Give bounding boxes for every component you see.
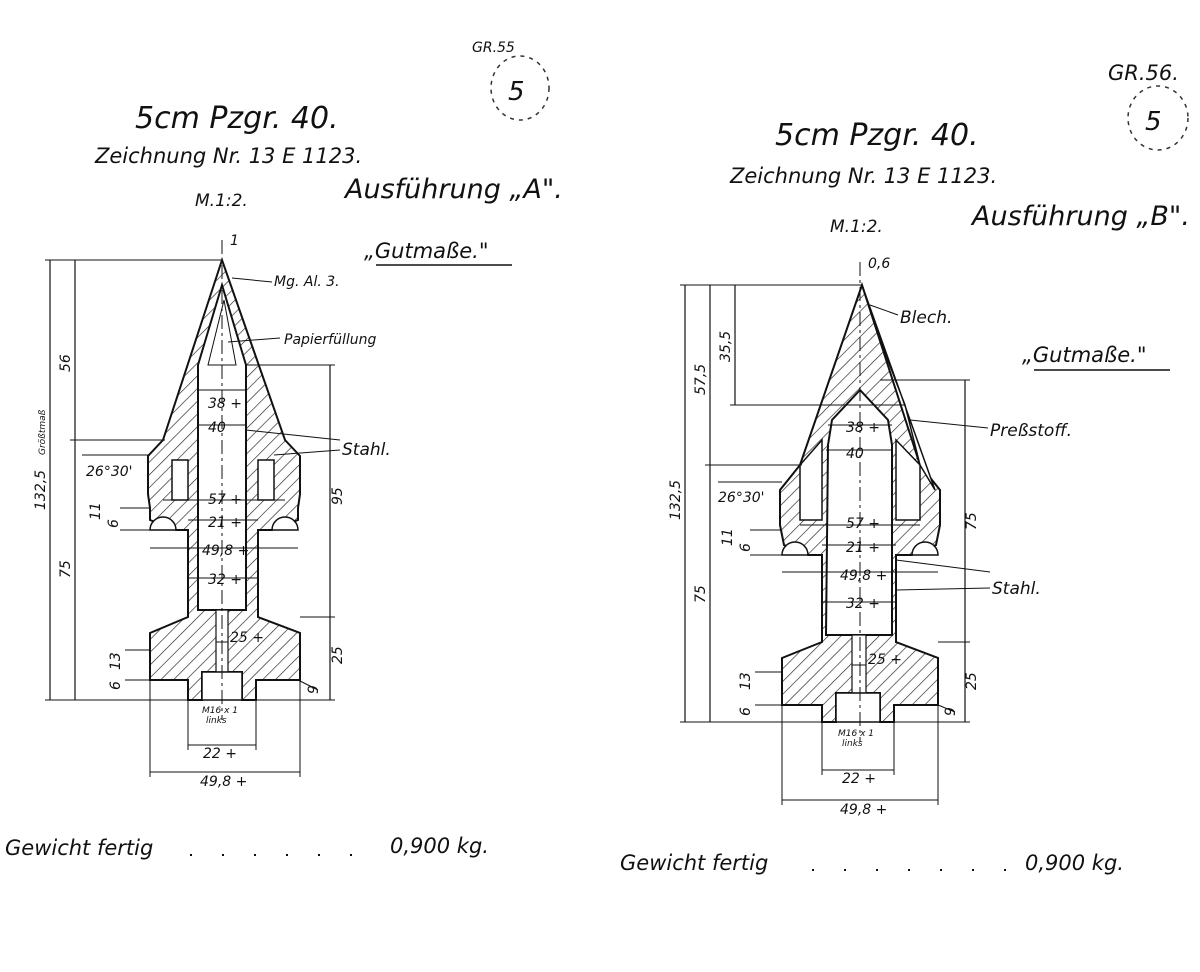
sheet-a-label-material-tip: Mg. Al. 3. bbox=[274, 274, 340, 290]
sheet-a-label-filler: Papierfüllung bbox=[284, 332, 376, 348]
sheet-a-dim-13: 13 bbox=[108, 652, 124, 670]
sheet-a-dim-32: 32 + bbox=[208, 572, 242, 588]
sheet-a-dim-upper: 56 bbox=[58, 354, 74, 372]
sheet-b-stamp-circle bbox=[1127, 85, 1189, 151]
sheet-b-dim-49-8-base: 49,8 + bbox=[840, 802, 887, 818]
sheet-b-dim-upper-inner: 35,5 bbox=[718, 331, 734, 362]
sheet-b-dimension-labels: 0,6 Blech. Preßstoff. Stahl. 132,5 57,5 … bbox=[668, 256, 1072, 818]
sheet-b-projectile-section bbox=[779, 262, 941, 742]
sheet-a-dim-22: 22 + bbox=[203, 746, 237, 762]
sheet-b-dim-6b: 6 bbox=[738, 707, 754, 716]
sheet-b-band-groove-right bbox=[911, 541, 939, 556]
sheet-b-dim-21: 21 + bbox=[846, 540, 880, 556]
sheet-b-dim-25-inner: 25 + bbox=[868, 652, 902, 668]
sheet-b-dim-25: 25 bbox=[964, 672, 980, 690]
sheet-a-thread-dir: links bbox=[206, 716, 227, 726]
sheet-a-dim-max-size: Größtmaß bbox=[38, 409, 48, 455]
sheet-a-dim-40: 40 bbox=[208, 420, 226, 436]
sheet-a-stamp-circle bbox=[490, 55, 550, 121]
sheet-a-ring-right bbox=[257, 459, 275, 501]
sheet-b-dimensions bbox=[680, 284, 991, 805]
sheet-b-dim-11: 11 bbox=[720, 528, 736, 546]
sheet-b: GR.56. 5 5cm Pzgr. 40. Zeichnung Nr. 13 … bbox=[620, 61, 1190, 875]
sheet-b-variant: Ausführung „B". bbox=[970, 201, 1190, 232]
sheet-b-dim-upper-outer: 57,5 bbox=[693, 364, 709, 395]
sheet-a-dim-9: 9 bbox=[306, 685, 322, 694]
sheet-b-dim-total: 132,5 bbox=[668, 480, 684, 520]
sheet-b-band-groove-left bbox=[781, 541, 809, 556]
sheet-b-ring-right bbox=[895, 438, 921, 521]
sheet-b-dim-tip: 0,6 bbox=[868, 256, 890, 272]
sheet-b-dim-57: 57 + bbox=[846, 516, 880, 532]
sheet-a-variant: Ausführung „A". bbox=[343, 174, 563, 205]
sheet-a-stamp-number: 5 bbox=[508, 77, 525, 107]
sheet-a: GR.55 5 5cm Pzgr. 40. Zeichnung Nr. 13 E… bbox=[5, 40, 563, 860]
sheet-a-dim-lower: 75 bbox=[58, 560, 74, 578]
sheet-b-dim-75: 75 bbox=[964, 512, 980, 530]
sheet-a-dimensions bbox=[45, 259, 341, 777]
sheet-b-thread: M16 x 1 bbox=[838, 729, 874, 739]
sheet-b-weight-label: Gewicht fertig bbox=[620, 851, 768, 875]
sheet-b-dim-40: 40 bbox=[846, 446, 864, 462]
sheet-a-dim-25: 25 bbox=[330, 646, 346, 664]
sheet-b-thread-socket bbox=[835, 692, 881, 723]
sheet-b-dims-note: „Gutmaße." bbox=[1022, 343, 1147, 367]
sheet-a-dim-57: 57 + bbox=[208, 492, 242, 508]
sheet-a-dim-95: 95 bbox=[330, 487, 346, 505]
sheet-a-drawing-number: Zeichnung Nr. 13 E 1123. bbox=[94, 144, 362, 168]
sheet-b-dim-lower: 75 bbox=[693, 585, 709, 603]
sheet-a-scale: M.1:2. bbox=[195, 191, 248, 211]
sheet-b-stamp-number: 5 bbox=[1145, 107, 1162, 137]
sheet-b-ring-left bbox=[799, 438, 823, 521]
sheet-a-thread: M16 x 1 bbox=[202, 706, 238, 716]
sheet-a-dimension-labels: 1 Mg. Al. 3. Papierfüllung Stahl. 132,5 … bbox=[33, 233, 391, 790]
sheet-b-label-filler: Preßstoff. bbox=[990, 421, 1072, 441]
sheet-b-label-material-tip: Blech. bbox=[900, 308, 952, 328]
sheet-a-page-ref: GR.55 bbox=[472, 40, 515, 56]
sheet-b-fuze-channel bbox=[851, 634, 867, 694]
sheet-a-weight-label: Gewicht fertig bbox=[5, 836, 153, 860]
sheet-a-dim-total: 132,5 bbox=[33, 470, 49, 510]
sheet-a-dim-49-8-base: 49,8 + bbox=[200, 774, 247, 790]
sheet-a-dim-tip: 1 bbox=[230, 233, 239, 249]
sheet-a-weight-value: 0,900 kg. bbox=[390, 834, 489, 858]
sheet-b-label-body: Stahl. bbox=[992, 579, 1041, 599]
sheet-a-dim-49-8: 49,8 + bbox=[202, 543, 249, 559]
sheet-a-dim-21: 21 + bbox=[208, 515, 242, 531]
sheet-a-dim-6b: 6 bbox=[108, 681, 124, 690]
sheet-a-band-groove-left bbox=[149, 516, 177, 531]
sheet-a-dim-25-inner: 25 + bbox=[230, 630, 264, 646]
sheet-a-ring-left bbox=[171, 459, 189, 501]
sheet-b-drawing-number: Zeichnung Nr. 13 E 1123. bbox=[729, 164, 997, 188]
sheet-b-dim-49-8: 49,8 + bbox=[840, 568, 887, 584]
sheet-b-page-ref: GR.56. bbox=[1108, 61, 1179, 85]
sheet-b-dim-9: 9 bbox=[943, 707, 959, 716]
sheet-a-band-groove-right bbox=[271, 516, 299, 531]
sheet-b-dim-22: 22 + bbox=[842, 771, 876, 787]
sheet-b-scale: M.1:2. bbox=[830, 217, 883, 237]
sheet-b-thread-dir: links bbox=[842, 739, 863, 749]
sheet-a-dim-11: 11 bbox=[88, 502, 104, 520]
sheet-a-projectile-section bbox=[147, 240, 301, 720]
sheet-b-dim-angle: 26°30' bbox=[718, 490, 764, 506]
sheet-b-title: 5cm Pzgr. 40. bbox=[775, 118, 979, 153]
sheet-a-dim-38: 38 + bbox=[208, 396, 242, 412]
sheet-a-title: 5cm Pzgr. 40. bbox=[135, 101, 339, 136]
sheet-a-dim-6a: 6 bbox=[106, 519, 122, 528]
sheet-b-dim-38: 38 + bbox=[846, 420, 880, 436]
sheet-a-dim-angle: 26°30' bbox=[86, 464, 132, 480]
sheet-b-dim-32: 32 + bbox=[846, 596, 880, 612]
sheet-b-sheet-metal-cap bbox=[861, 284, 936, 491]
sheet-b-dim-6a: 6 bbox=[738, 543, 754, 552]
sheet-b-dim-13: 13 bbox=[738, 672, 754, 690]
sheet-b-weight-value: 0,900 kg. bbox=[1025, 851, 1124, 875]
sheet-a-dims-note: „Gutmaße." bbox=[364, 239, 489, 263]
sheet-a-label-body: Stahl. bbox=[342, 440, 391, 460]
